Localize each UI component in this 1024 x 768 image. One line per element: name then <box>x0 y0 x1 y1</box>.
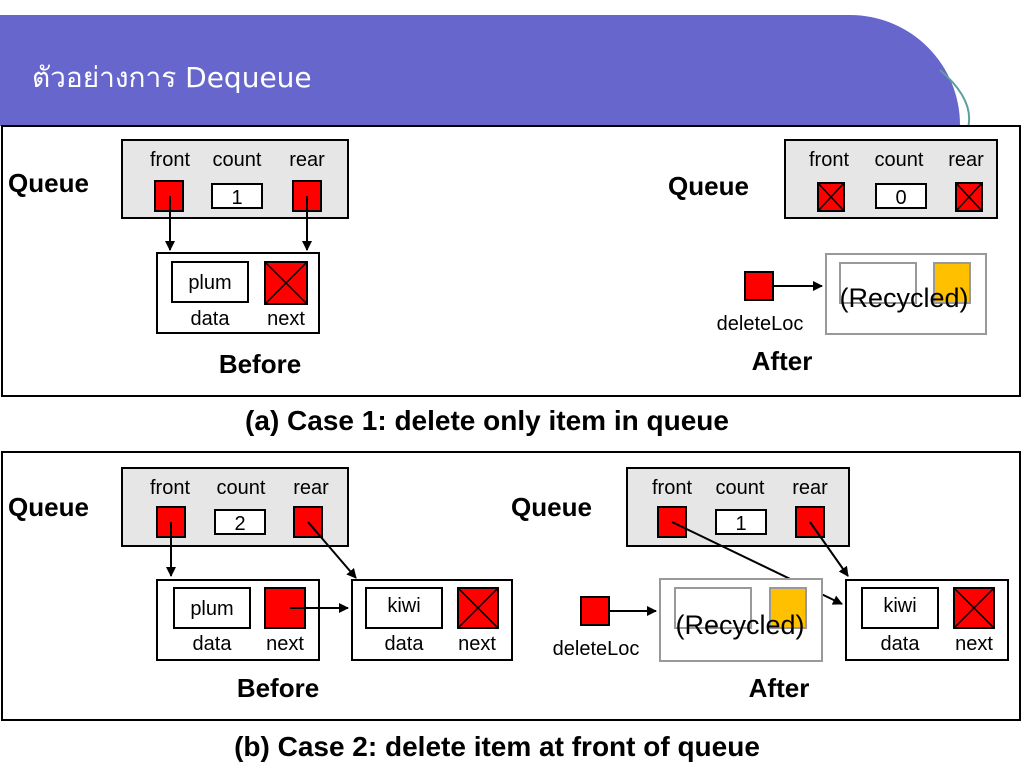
case1-after-recycled-label: (Recycled) <box>839 283 968 313</box>
case2-after-count-box <box>715 509 767 535</box>
case1-before-count-value: 1 <box>231 187 242 209</box>
case1-after-recycled-data-box <box>839 262 917 304</box>
case2-before-node2-data-value: kiwi <box>387 595 420 617</box>
case2-before-rear-label: rear <box>293 477 329 499</box>
case2-after-count-value: 1 <box>735 513 746 535</box>
case2-after-front-label: front <box>652 477 692 499</box>
case1-after-queue-label: Queue <box>668 171 749 201</box>
case1-before-count-box <box>211 183 263 209</box>
case2-before-count-label: count <box>217 477 266 499</box>
case1-before-rear-label: rear <box>289 149 325 171</box>
case1-after-recycled-marker <box>933 262 971 304</box>
case2-caption: (b) Case 2: delete item at front of queu… <box>234 731 760 762</box>
case2-before-node2-data-label: data <box>385 633 425 655</box>
case1-after-caption: After <box>752 346 813 376</box>
case2-before-queue-label: Queue <box>8 492 89 522</box>
case2-after-node-data-value: kiwi <box>883 595 916 617</box>
case2-after-caption: After <box>749 673 810 703</box>
case2-after-data-label: data <box>881 633 921 655</box>
case2-after-rear-label: rear <box>792 477 828 499</box>
case1-after-rear-label: rear <box>948 149 984 171</box>
case2-before-node1-next-label: next <box>266 633 304 655</box>
case2-after-recycled-marker <box>769 587 807 629</box>
case2-before-node1-data-value: plum <box>190 598 233 620</box>
case2-before-node1-data-label: data <box>193 633 233 655</box>
case2-before-count-box <box>214 509 266 535</box>
title-bar <box>0 15 960 126</box>
case1-before-node-data-value: plum <box>188 272 231 294</box>
case1-after-deleteloc-label: deleteLoc <box>717 313 804 335</box>
case2-before-count-value: 2 <box>234 513 245 535</box>
case1-before-data-label: data <box>191 308 231 330</box>
case1-after-front-label: front <box>809 149 849 171</box>
case2-after-node-data-box <box>861 587 939 629</box>
case1-before-queue-label: Queue <box>8 168 89 198</box>
case2-after-deleteloc-pointer <box>580 596 610 626</box>
case2-after-rear-arrow <box>809 521 849 577</box>
case2-before-rear-arrow <box>307 521 357 579</box>
case1-after-deleteloc-pointer <box>744 271 774 301</box>
case2-after-recycled-data-box <box>674 587 752 629</box>
case2-after-recycled-label: (Recycled) <box>675 610 804 640</box>
case2-after-deleteloc-label: deleteLoc <box>553 638 640 660</box>
case1-after-count-value: 0 <box>895 187 906 209</box>
case1-panel: Queue front count rear 1 plum data next … <box>1 125 1021 397</box>
case2-before-node2-next-label: next <box>458 633 496 655</box>
case1-caption: (a) Case 1: delete only item in queue <box>245 405 729 436</box>
case2-before-caption: Before <box>237 673 319 703</box>
case2-after-count-label: count <box>716 477 765 499</box>
case1-before-front-label: front <box>150 149 190 171</box>
case1-before-node-data-box <box>171 261 249 303</box>
case1-after-count-label: count <box>875 149 924 171</box>
case1-before-caption: Before <box>219 349 301 379</box>
case2-before-node1-data-box <box>173 587 251 629</box>
case2-before-node2-data-box <box>365 587 443 629</box>
slide-title: ตัวอย่างการ Dequeue <box>32 61 312 94</box>
case2-panel: Queue front count rear 2 plum data next … <box>1 451 1021 721</box>
case2-after-next-label: next <box>955 633 993 655</box>
case2-after-queue-label: Queue <box>511 492 592 522</box>
case1-before-next-label: next <box>267 308 305 330</box>
case1-after-count-box <box>875 183 927 209</box>
case2-before-front-label: front <box>150 477 190 499</box>
case1-before-count-label: count <box>213 149 262 171</box>
